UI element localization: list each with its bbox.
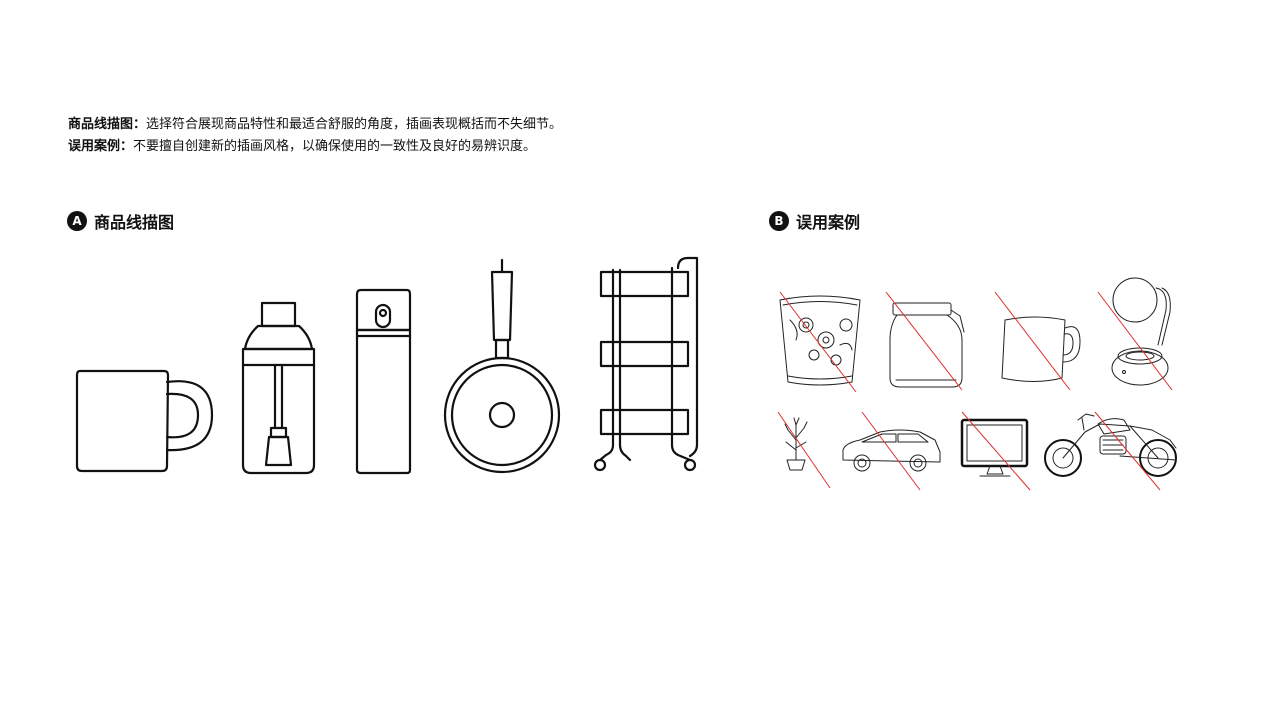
mug-icon xyxy=(75,369,214,473)
section-a-title: 商品线描图 xyxy=(94,213,175,232)
intro-text-2: 不要擅自创建新的插画风格，以确保使用的一致性及良好的易辨识度。 xyxy=(133,139,537,154)
floral-glass-icon xyxy=(779,291,861,393)
trolley-cart-icon xyxy=(593,256,699,472)
section-a-badge: A xyxy=(67,211,87,231)
intro-label-2: 误用案例： xyxy=(68,139,134,154)
potted-plant-icon xyxy=(777,411,831,489)
thermos-icon xyxy=(355,288,412,475)
intro-text-1: 选择符合展现商品特性和最适合舒服的角度，插画表现概括而不失细节。 xyxy=(146,117,563,132)
section-b-heading: B 误用案例 xyxy=(769,210,860,232)
section-b-title: 误用案例 xyxy=(796,213,861,232)
intro-line-2: 误用案例：不要擅自创建新的插画风格，以确保使用的一致性及良好的易辨识度。 xyxy=(68,136,562,158)
intro-label-1: 商品线描图： xyxy=(68,117,147,132)
intro-text: 商品线描图：选择符合展现商品特性和最适合舒服的角度，插画表现概括而不失细节。 误… xyxy=(68,114,562,158)
frying-pan-icon xyxy=(443,258,561,474)
oil-bottle-icon xyxy=(241,301,316,475)
section-a-heading: A 商品线描图 xyxy=(67,210,174,232)
cup-icon xyxy=(994,291,1081,391)
section-b-badge: B xyxy=(769,211,789,231)
motorcycle-icon xyxy=(1044,411,1177,491)
car-icon xyxy=(842,411,941,491)
intro-line-1: 商品线描图：选择符合展现商品特性和最适合舒服的角度，插画表现概括而不失细节。 xyxy=(68,114,562,136)
desk-lamp-icon xyxy=(1097,277,1173,391)
monitor-icon xyxy=(960,411,1031,491)
glass-jar-icon xyxy=(885,291,965,391)
